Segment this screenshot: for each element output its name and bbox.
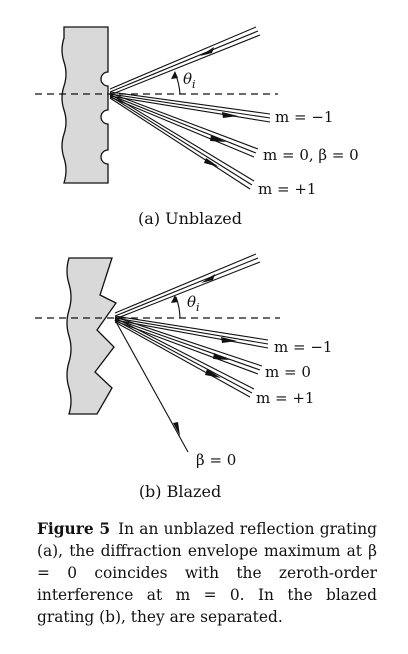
- unblazed-order-minus1-beam: [109, 91, 271, 123]
- blazed-order-plus1-arrow: [205, 369, 221, 378]
- unblazed-order-zero-beam: [109, 92, 259, 158]
- figure-caption-text: In an unblazed reflection grating (a), t…: [37, 520, 377, 626]
- unblazed-theta-arrow: [171, 71, 178, 79]
- unblazed-label-m-minus1: m = −1: [275, 108, 333, 126]
- unblazed-label-m-zero: m = 0, β = 0: [263, 146, 359, 164]
- blazed-order-zero-arrow: [213, 353, 229, 360]
- unblazed-label-m-plus1: m = +1: [258, 180, 316, 198]
- unblazed-order-zero-arrow: [210, 135, 226, 142]
- blazed-incident-arrow: [201, 274, 215, 283]
- unblazed-incident-beam: [109, 26, 261, 96]
- blazed-theta-label: θi: [187, 293, 200, 314]
- blazed-subcaption: (b) Blazed: [138, 482, 222, 501]
- blazed-label-m-minus1: m = −1: [274, 338, 332, 356]
- blazed-beta-zero-line: [114, 319, 189, 453]
- blazed-label-m-plus1: m = +1: [256, 389, 314, 407]
- blazed-theta-arrow: [171, 295, 178, 303]
- unblazed-incident-arrow: [200, 47, 214, 56]
- blazed-theta-arc: [175, 296, 181, 319]
- unblazed-order-minus1-arrow: [222, 112, 238, 118]
- blazed-grating: [66, 257, 117, 415]
- blazed-incident-beam: [114, 253, 261, 320]
- blazed-label-beta-zero: β = 0: [196, 451, 236, 469]
- blazed-order-minus1-arrow: [221, 337, 237, 343]
- unblazed-diagram: θi m = −1 m = 0, β = 0 m = +1: [35, 26, 359, 198]
- blazed-label-m-zero: m = 0: [265, 363, 311, 381]
- unblazed-order-plus1-beam: [109, 93, 255, 190]
- unblazed-subcaption: (a) Unblazed: [138, 209, 242, 228]
- figure-label: Figure 5: [37, 520, 111, 538]
- blazed-order-zero-beam: [114, 316, 263, 375]
- blazed-diagram: θi m = −1 m = 0 m = +1 β = 0: [35, 253, 332, 469]
- blazed-order-plus1-beam: [114, 317, 255, 398]
- unblazed-order-plus1-arrow: [204, 158, 219, 167]
- blazed-order-minus1-beam: [114, 315, 269, 349]
- unblazed-grating: [61, 26, 109, 184]
- blazed-beta-zero-arrow: [173, 422, 180, 436]
- unblazed-theta-label: θi: [183, 70, 196, 91]
